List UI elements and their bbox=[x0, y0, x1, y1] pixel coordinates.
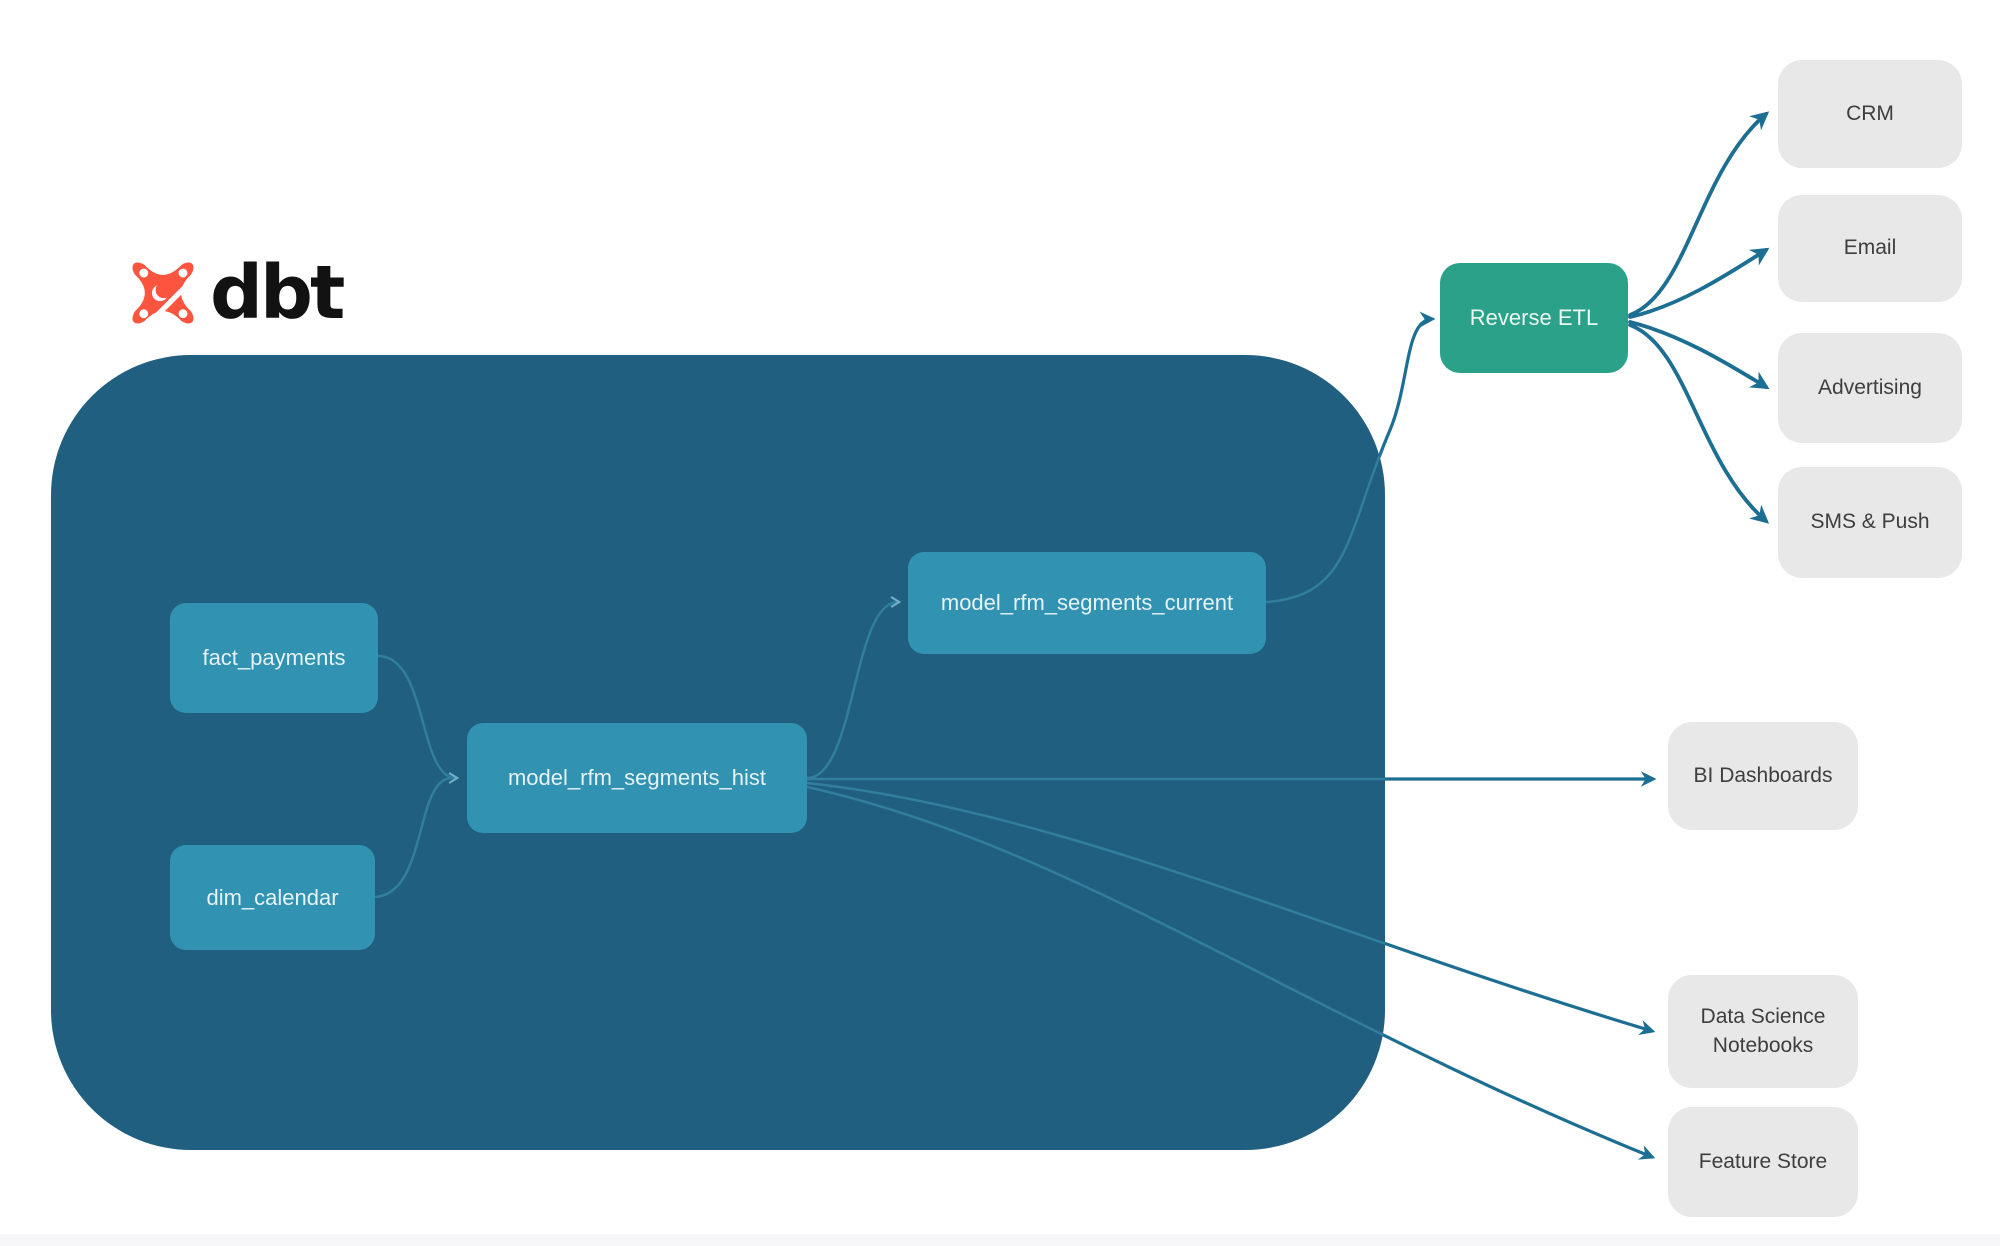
node-advertising: Advertising bbox=[1778, 333, 1962, 443]
node-feature-store: Feature Store bbox=[1668, 1107, 1858, 1217]
edge-reverse-etl-to-sms-push bbox=[1628, 323, 1770, 524]
node-label: Reverse ETL bbox=[1469, 305, 1599, 330]
edge-hist-to-ds-notebooks-outside bbox=[805, 781, 1656, 1035]
node-label: SMS & Push bbox=[1810, 510, 1930, 534]
dbt-logo: dbt bbox=[126, 250, 345, 336]
edge-hist-to-feature-store-outside bbox=[805, 785, 1656, 1160]
node-label: model_rfm_segments_current bbox=[940, 590, 1234, 615]
page-bottom-edge bbox=[0, 1234, 2000, 1246]
edge-reverse-etl-to-email bbox=[1628, 247, 1770, 319]
dbt-logo-text: dbt bbox=[210, 250, 345, 336]
node-sms-push: SMS & Push bbox=[1778, 467, 1962, 578]
node-dim-calendar: dim_calendar bbox=[170, 845, 375, 950]
node-crm: CRM bbox=[1778, 60, 1962, 168]
edge-hist-to-ds-notebooks-inside bbox=[805, 781, 1385, 1033]
node-label: model_rfm_segments_hist bbox=[507, 765, 766, 790]
node-label: Data Science Notebooks bbox=[1700, 1005, 1826, 1057]
edge-hist-to-current bbox=[805, 596, 902, 780]
node-label: Feature Store bbox=[1698, 1149, 1828, 1173]
edge-current-to-reverse-etl-outside bbox=[1264, 311, 1436, 604]
node-label: Email bbox=[1843, 236, 1897, 260]
node-label: Advertising bbox=[1818, 375, 1922, 399]
edge-reverse-etl-to-crm bbox=[1628, 111, 1770, 317]
node-reverse-etl: Reverse ETL bbox=[1440, 263, 1628, 373]
node-fact-payments: fact_payments bbox=[170, 603, 378, 713]
node-model-rfm-segments-hist: model_rfm_segments_hist bbox=[467, 723, 807, 833]
node-bi-dashboards: BI Dashboards bbox=[1668, 722, 1858, 830]
dbt-spark-icon bbox=[132, 262, 200, 330]
node-label: CRM bbox=[1846, 101, 1894, 125]
node-model-rfm-segments-current: model_rfm_segments_current bbox=[908, 552, 1266, 654]
edge-fact-payments-to-hist bbox=[376, 654, 460, 784]
node-email: Email bbox=[1778, 195, 1962, 302]
node-label: fact_payments bbox=[202, 645, 346, 670]
node-label: BI Dashboards bbox=[1693, 763, 1833, 787]
node-data-science-notebooks: Data Science Notebooks bbox=[1668, 975, 1858, 1088]
edge-reverse-etl-to-advertising bbox=[1628, 320, 1770, 390]
edge-dim-calendar-to-hist bbox=[371, 776, 454, 899]
node-label: dim_calendar bbox=[206, 884, 339, 910]
